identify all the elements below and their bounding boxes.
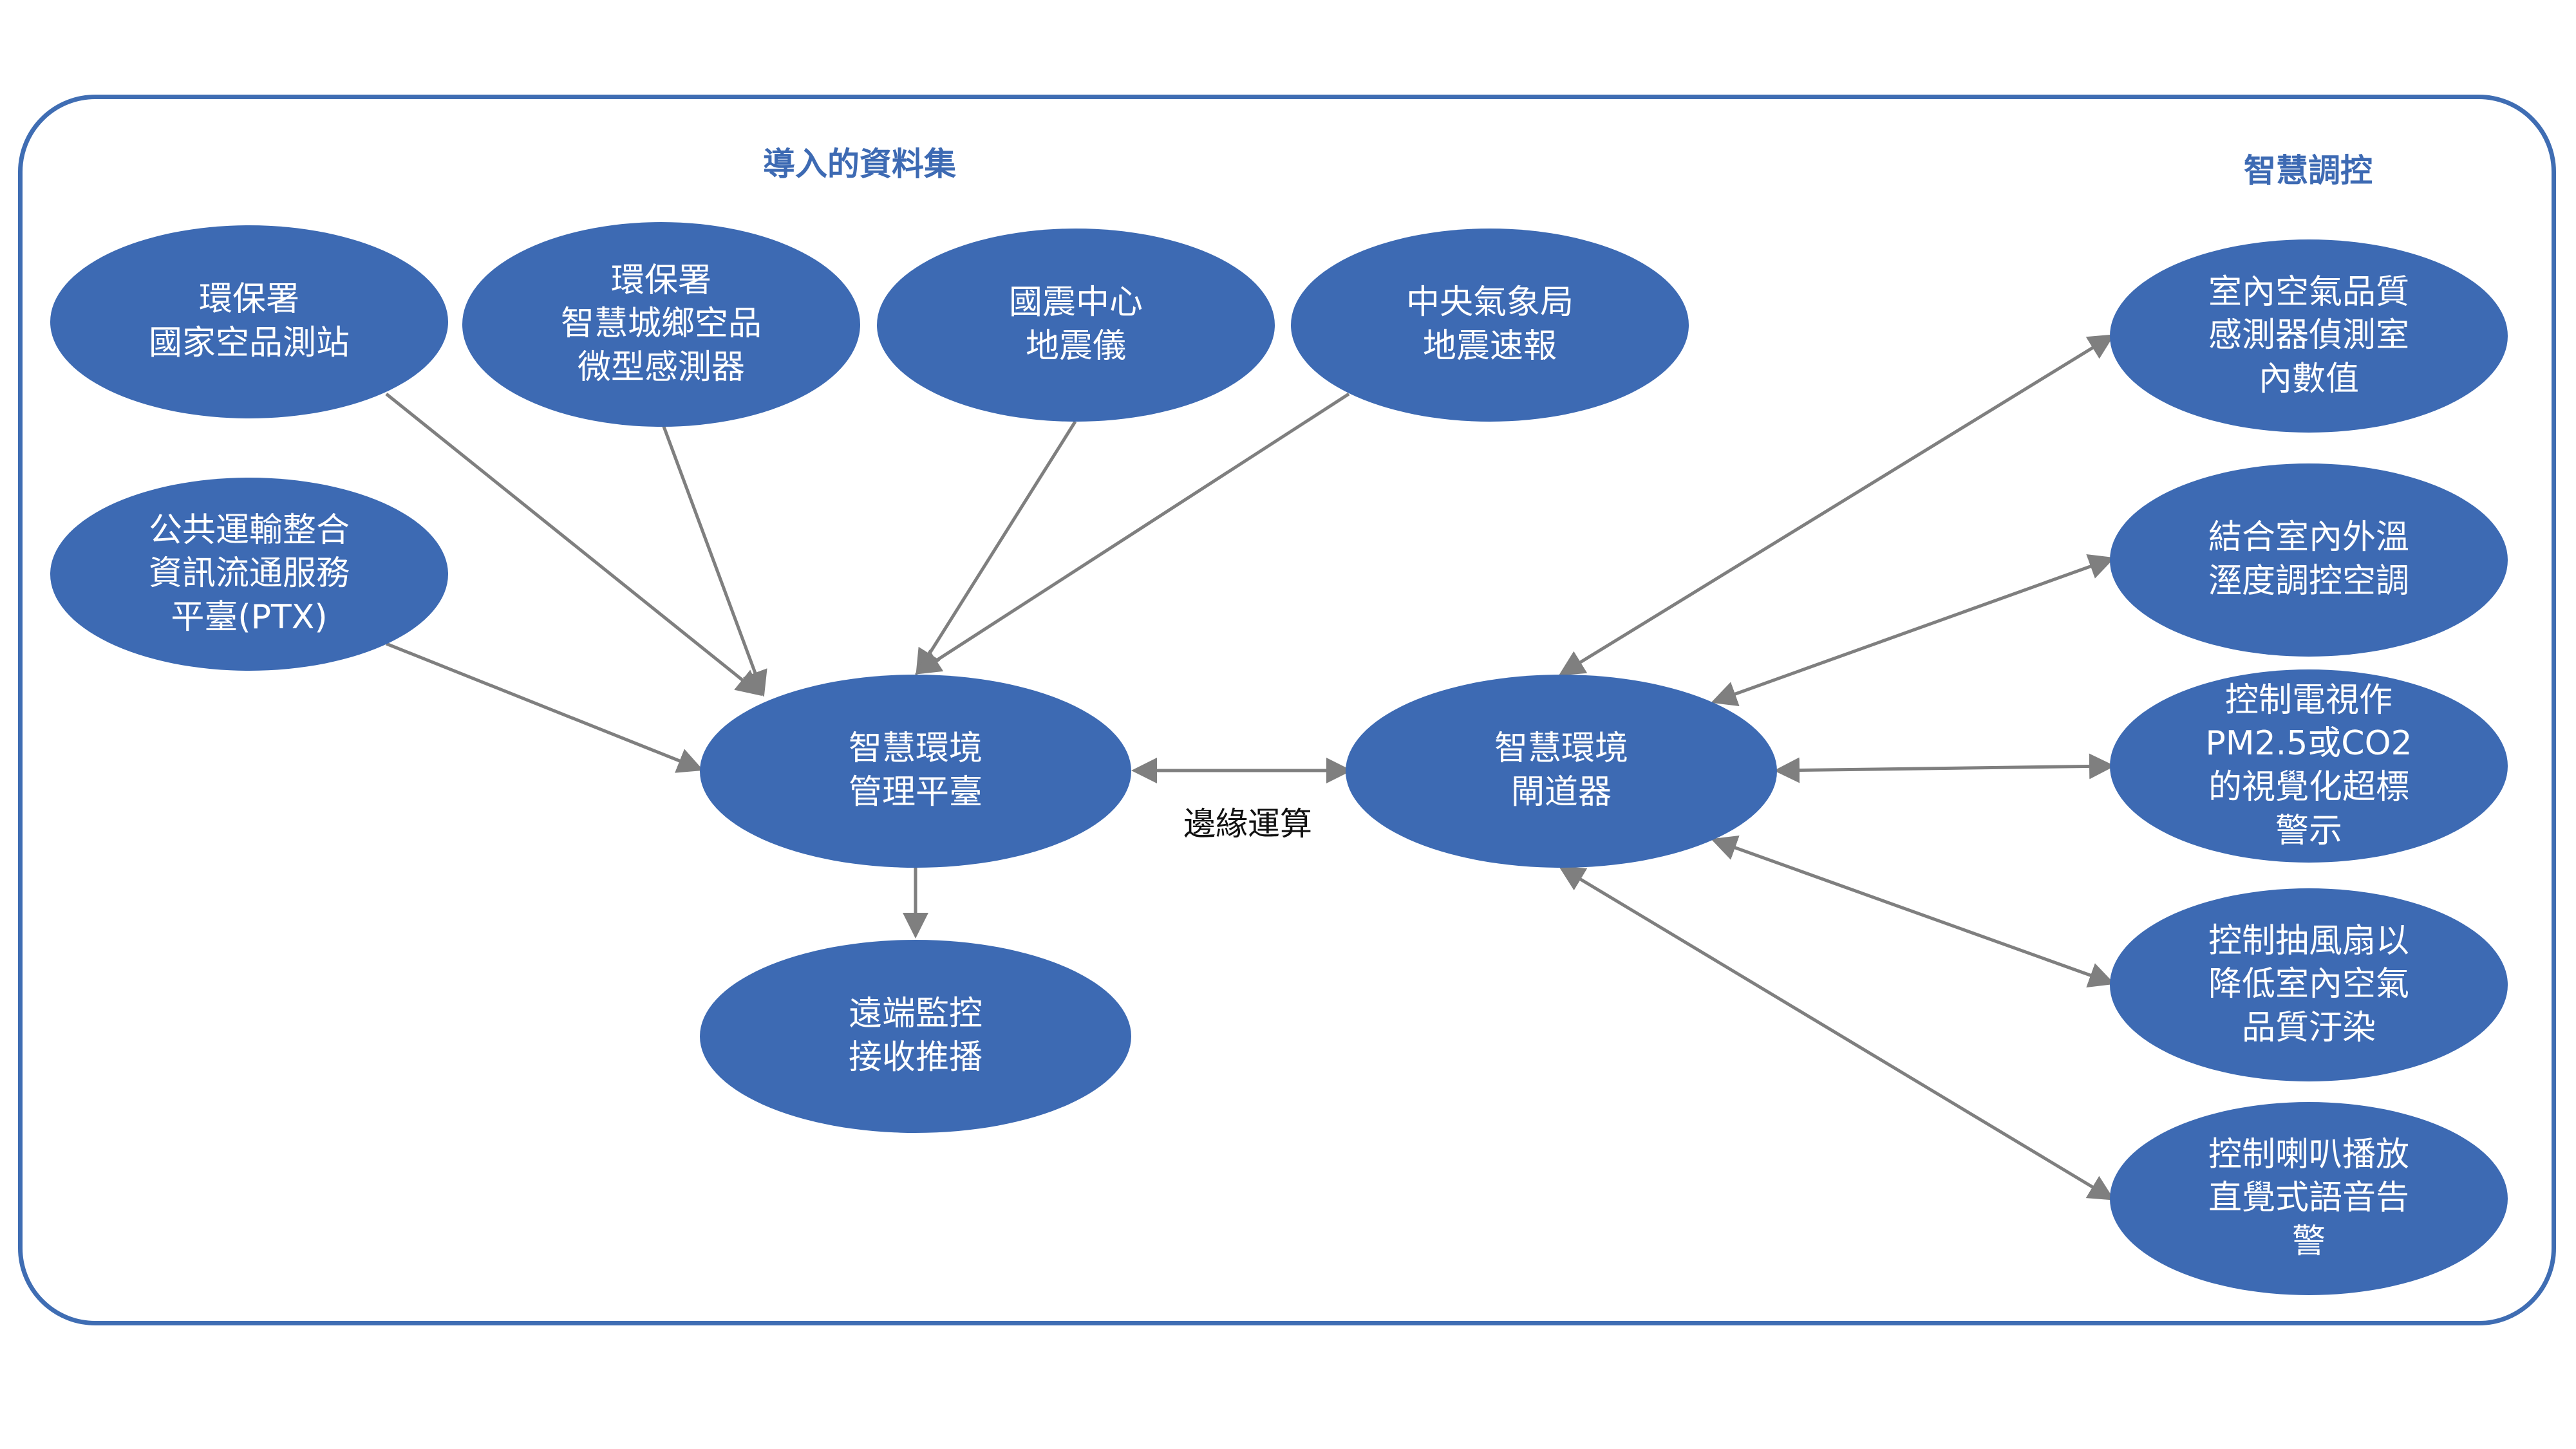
edge-quake-center-to-platform [916, 420, 1077, 676]
node-gateway: 智慧環境閘道器 [1346, 675, 1777, 868]
node-line: 智慧環境 [848, 729, 982, 769]
node-line: 平臺(PTX) [171, 597, 328, 637]
node-line: 微型感測器 [577, 348, 745, 387]
edge-epa-micro-to-platform [661, 424, 767, 697]
edge-computing-label: 邊緣運算 [1183, 805, 1312, 843]
node-line: 中央氣象局 [1406, 283, 1574, 323]
node-remote: 遠端監控接收推播 [700, 940, 1131, 1133]
node-indoor-aq: 室內空氣品質感測器偵測室內數值 [2110, 239, 2508, 433]
node-line: 直覺式語音告 [2208, 1179, 2409, 1218]
node-line: 閘道器 [1510, 773, 1612, 812]
node-platform: 智慧環境管理平臺 [700, 675, 1131, 868]
node-tv: 控制電視作 PM2.5或CO2 的視覺化超標警示 [2110, 669, 2508, 863]
node-speaker: 控制喇叭播放直覺式語音告警 [2110, 1102, 2508, 1295]
node-line: 溼度調控空調 [2208, 562, 2409, 601]
edge-gateway-ac [1711, 554, 2115, 706]
node-line: 結合室內外溫 [2208, 518, 2409, 557]
control-heading: 智慧調控 [2244, 152, 2373, 189]
diagram-frame [18, 95, 2556, 1325]
edge-cwb-to-platform [914, 392, 1350, 675]
node-line: 地震儀 [1025, 327, 1126, 366]
edge-epa-station-to-platform [385, 393, 762, 696]
node-line: 控制電視作 [2224, 680, 2393, 720]
node-line: 遠端監控 [848, 995, 982, 1034]
node-line: PM2.5或CO2 [2205, 724, 2412, 763]
node-line: 感測器偵測室 [2208, 316, 2409, 355]
node-line: 環保署 [610, 261, 711, 300]
node-cwb: 中央氣象局地震速報 [1291, 229, 1689, 422]
node-line: 公共運輸整合 [148, 510, 350, 550]
node-ptx: 公共運輸整合資訊流通服務平臺(PTX) [50, 478, 448, 671]
node-line: 智慧環境 [1494, 729, 1628, 769]
node-line: 室內空氣品質 [2208, 272, 2409, 312]
edge-gateway-speaker [1558, 866, 2115, 1201]
node-line: 內數值 [2258, 359, 2359, 398]
node-line: 降低室內空氣 [2208, 965, 2409, 1004]
node-line: 的視覺化超標 [2208, 768, 2409, 807]
node-line: 管理平臺 [848, 773, 982, 812]
node-line: 品質汙染 [2241, 1008, 2376, 1047]
node-line: 智慧城鄉空品 [560, 304, 762, 344]
node-quake-center: 國震中心地震儀 [877, 229, 1275, 422]
node-line: 環保署 [198, 280, 299, 319]
node-line: 國家空品測站 [148, 324, 350, 362]
node-epa-station: 環保署國家空品測站 [50, 225, 448, 418]
datasets-heading: 導入的資料集 [763, 145, 956, 183]
edge-gateway-indoor-aq [1558, 334, 2115, 676]
edge-gateway-fan [1711, 836, 2115, 987]
node-line: 地震速報 [1422, 327, 1557, 366]
edge-ptx-to-platform [386, 642, 704, 773]
node-line: 控制喇叭播放 [2208, 1135, 2409, 1174]
node-line: 警 [2291, 1222, 2326, 1261]
edge-gateway-tv [1774, 753, 2115, 783]
node-line: 警示 [2275, 811, 2342, 850]
node-line: 資訊流通服務 [148, 554, 350, 594]
node-line: 控制抽風扇以 [2208, 921, 2409, 960]
node-line: 接收推播 [848, 1038, 982, 1077]
node-fan: 控制抽風扇以降低室內空氣品質汙染 [2110, 888, 2508, 1081]
node-ac: 結合室內外溫溼度調控空調 [2110, 463, 2508, 657]
node-line: 國震中心 [1008, 283, 1143, 323]
node-epa-micro: 環保署智慧城鄉空品微型感測器 [462, 222, 860, 427]
